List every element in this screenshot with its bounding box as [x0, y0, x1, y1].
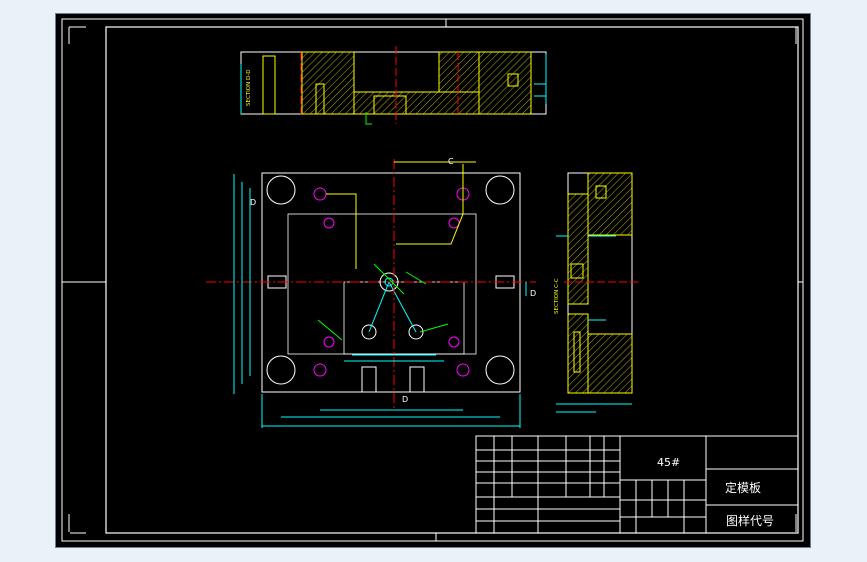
section-marker-c: C: [448, 157, 454, 166]
section-marker-d-bottom: D: [402, 395, 408, 404]
drawing-border: [61, 18, 804, 542]
drawing-code-label: 图样代号: [726, 513, 774, 528]
section-marker-d-left: D: [250, 198, 256, 207]
section-d-d-view[interactable]: SECTION D-D: [240, 46, 547, 125]
section-d-d-label: SECTION D-D: [246, 70, 252, 106]
section-marker-d-right: D: [530, 289, 536, 298]
cad-drawing-canvas: SECTION D-D: [61, 18, 804, 542]
title-block[interactable]: 45# 定模板 图样代号: [475, 435, 799, 534]
section-c-c-view[interactable]: SECTION C-C: [554, 172, 640, 413]
section-c-c-label: SECTION C-C: [554, 278, 560, 314]
cad-viewport[interactable]: SECTION D-D: [55, 13, 811, 548]
main-plan-view[interactable]: C D D D: [206, 157, 536, 428]
part-name: 定模板: [725, 480, 761, 495]
material-label: 45#: [657, 456, 680, 469]
